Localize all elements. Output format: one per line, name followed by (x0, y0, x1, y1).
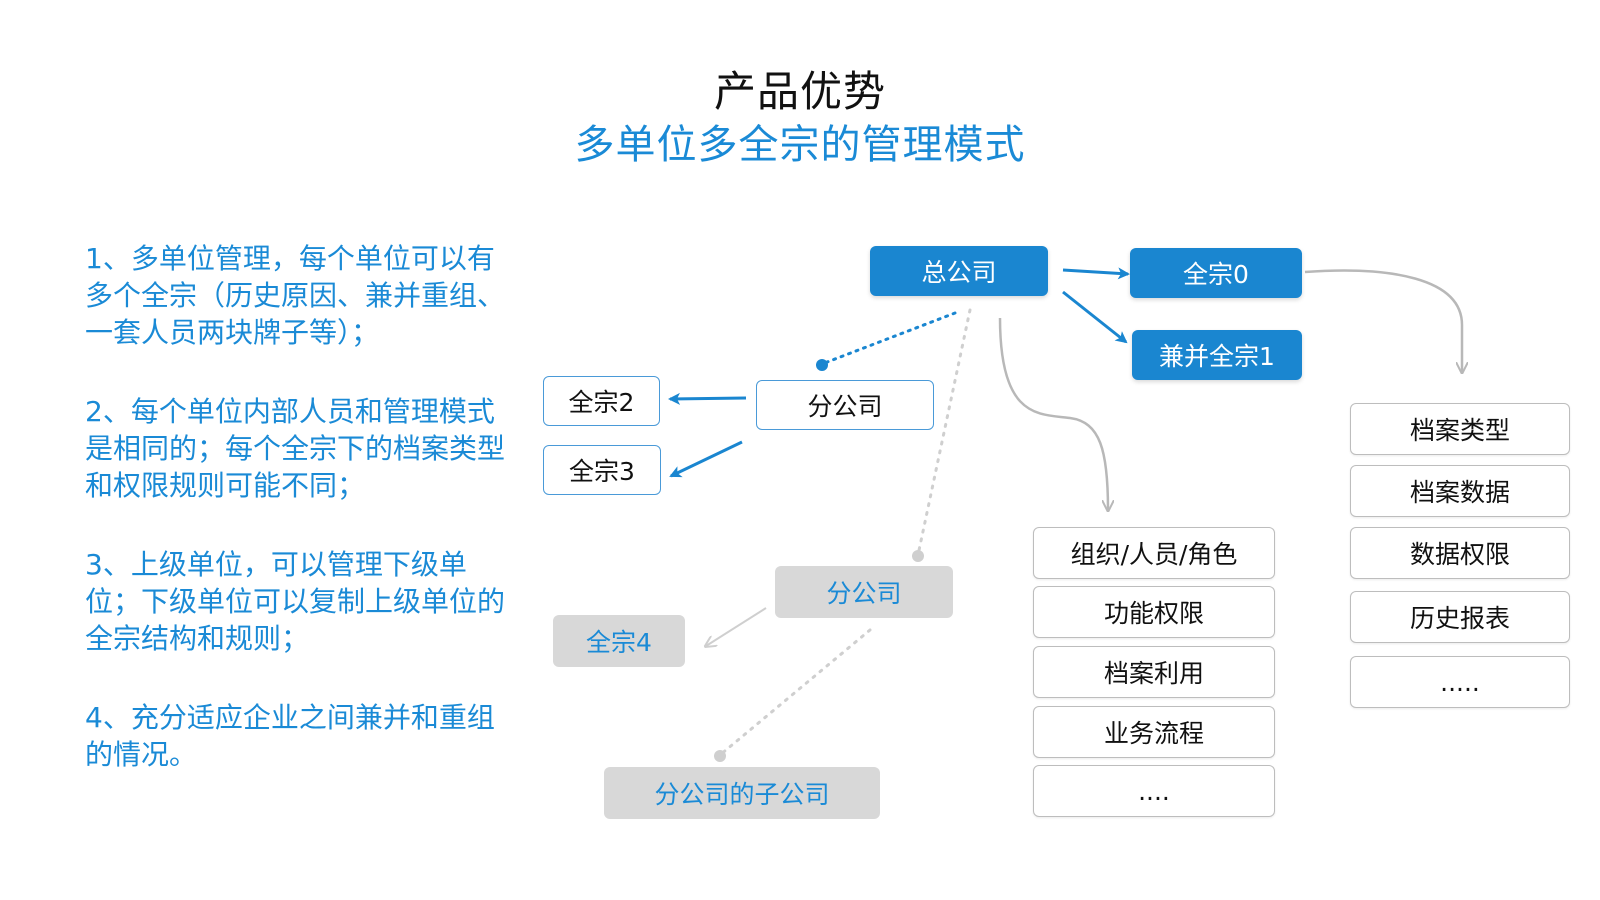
curve-head-to-middle-list (998, 317, 1108, 510)
branch-node: 分公司 (756, 380, 934, 430)
right-list-item: 历史报表 (1350, 591, 1570, 643)
merged-fonds1-node: 兼并全宗1 (1132, 330, 1302, 380)
fonds3-node: 全宗3 (543, 445, 661, 495)
fonds4-node: 全宗4 (553, 615, 685, 667)
dotted-link-head-to-grey-branch (916, 308, 972, 557)
dotted-link-grey-dot-2 (714, 750, 726, 762)
advantage-point-3: 3、上级单位，可以管理下级单位；下级单位可以复制上级单位的全宗结构和规则； (85, 548, 506, 655)
advantage-points: 1、多单位管理，每个单位可以有多个全宗（历史原因、兼并重组、一套人员两块牌子等）… (85, 240, 515, 815)
page-title: 产品优势 (713, 67, 886, 116)
fonds0-node: 全宗0 (1130, 248, 1302, 298)
grey-branch-node: 分公司 (775, 566, 953, 618)
fonds2-node: 全宗2 (543, 376, 660, 426)
right-list-item: ..... (1350, 656, 1570, 708)
arrow-branch-to-fonds2 (668, 392, 747, 405)
branch-subsidiary-node: 分公司的子公司 (604, 767, 880, 819)
head-office-node: 总公司 (870, 246, 1048, 296)
advantage-point-4: 4、充分适应企业之间兼并和重组的情况。 (85, 701, 495, 771)
right-list-item: 数据权限 (1350, 527, 1570, 579)
right-list-item: 档案数据 (1350, 465, 1570, 517)
middle-list-item: 组织/人员/角色 (1033, 527, 1275, 579)
middle-list-item: 档案利用 (1033, 646, 1275, 698)
arrow-branch-to-fonds3 (669, 440, 743, 478)
advantage-point-2: 2、每个单位内部人员和管理模式是相同的；每个全宗下的档案类型和权限规则可能不同； (85, 395, 506, 502)
middle-list-item: 业务流程 (1033, 706, 1275, 758)
arrow-grey-branch-to-fonds4 (706, 607, 767, 646)
middle-list-item: .... (1033, 765, 1275, 817)
right-list-item: 档案类型 (1350, 403, 1570, 455)
middle-list-item: 功能权限 (1033, 586, 1275, 638)
curve-fonds0-to-right-list (1304, 269, 1462, 372)
arrow-head-to-fonds1 (1062, 290, 1128, 344)
dotted-link-head-to-branch (820, 311, 957, 366)
advantage-point-1: 1、多单位管理，每个单位可以有多个全宗（历史原因、兼并重组、一套人员两块牌子等）… (85, 242, 506, 349)
arrow-head-to-fonds0 (1062, 267, 1130, 280)
page-subtitle: 多单位多全宗的管理模式 (574, 122, 1026, 168)
dotted-link-node-dot (816, 359, 828, 371)
dotted-link-grey-dot-1 (912, 550, 924, 562)
dotted-link-grey-branch-to-subsidiary (718, 628, 872, 757)
